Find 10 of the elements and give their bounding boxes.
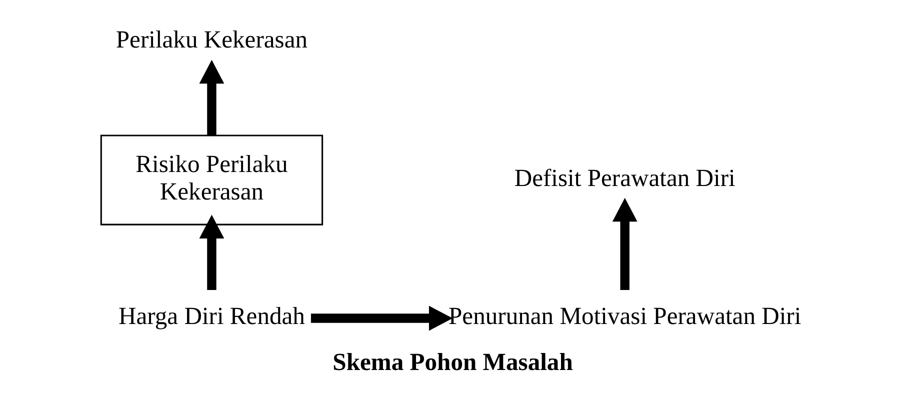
node-box: Risiko Perilaku Kekerasan <box>100 134 324 226</box>
arrow <box>310 306 453 331</box>
node-text: Harga Diri Rendah <box>118 303 305 330</box>
arrow <box>612 198 638 290</box>
arrow <box>199 60 224 135</box>
node-text: Perilaku Kekerasan <box>116 26 308 54</box>
arrow <box>199 214 224 290</box>
caption: Skema Pohon Masalah <box>332 349 573 376</box>
node-text: Penurunan Motivasi Perawatan Diri <box>448 303 802 330</box>
node-text: Defisit Perawatan Diri <box>514 164 736 192</box>
